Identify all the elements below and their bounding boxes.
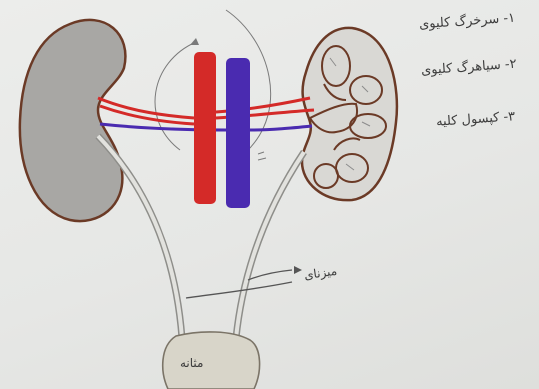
left-kidney xyxy=(20,20,126,221)
inferior-vena-cava xyxy=(226,58,250,208)
ureter-pointer-arrows xyxy=(186,270,292,298)
pencil-arrowhead xyxy=(190,38,199,45)
pencil-arc-left xyxy=(155,42,196,150)
bladder xyxy=(163,332,260,389)
bladder-label: مثانه xyxy=(180,356,203,370)
aorta xyxy=(194,52,216,204)
ureter-arrowhead xyxy=(294,266,302,274)
vessel-pencil-mark xyxy=(258,152,266,160)
